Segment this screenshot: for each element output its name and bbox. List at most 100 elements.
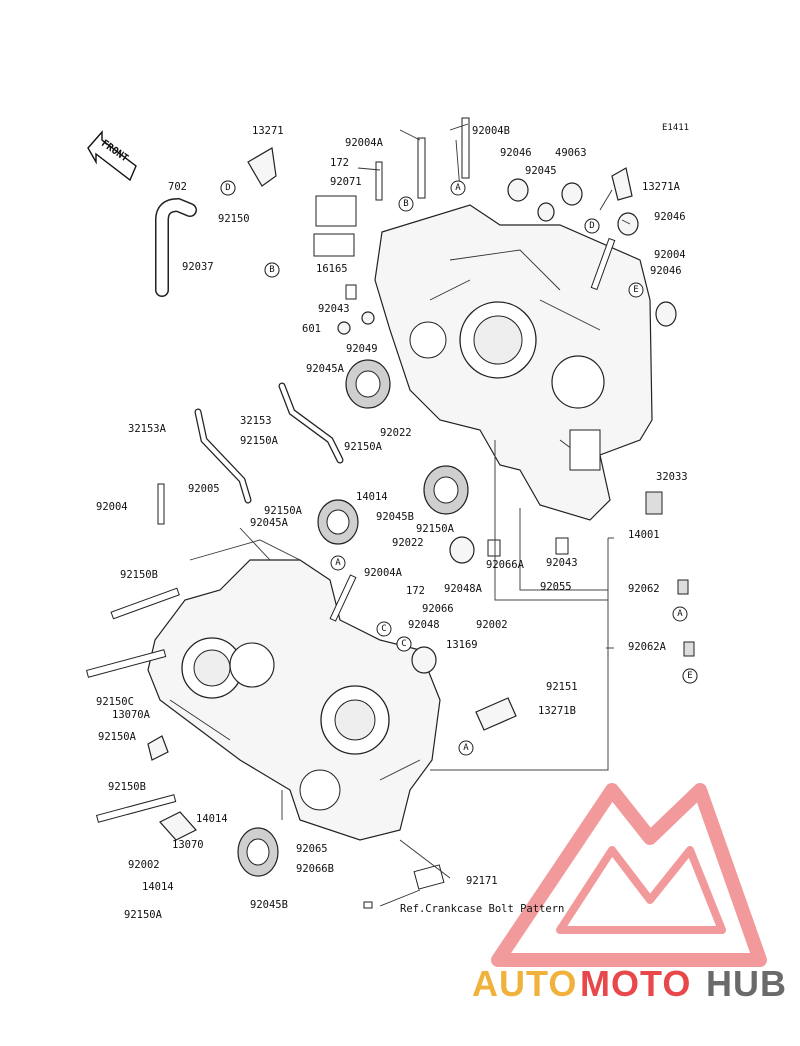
callout-marker-b: B [264, 262, 280, 278]
callout-marker-letter: A [455, 183, 461, 193]
part-number-label: 32033 [656, 471, 688, 483]
part-number-label: 13271A [642, 181, 681, 193]
part-number-label: 92150B [108, 781, 146, 793]
part-number-label: 14001 [628, 529, 660, 541]
part-number-label: 92062A [628, 641, 667, 653]
part-number-label: 16165 [316, 263, 348, 275]
studs-and-bolts [85, 117, 695, 823]
part-number-label: 601 [302, 323, 321, 335]
callout-marker-a: A [672, 606, 688, 622]
callout-marker-letter: C [381, 624, 386, 634]
part-number-label: 92002 [476, 619, 508, 631]
part-number-label: 92049 [346, 343, 378, 355]
callout-marker-e: E [628, 282, 644, 298]
callout-marker-d: D [584, 218, 600, 234]
part-number-label: 92022 [380, 427, 412, 439]
callout-marker-b: B [398, 196, 414, 212]
leader-lines [239, 123, 631, 907]
part-number-label: 92046 [500, 147, 532, 159]
part-number-label: 92150A [264, 505, 303, 517]
callout-marker-a: A [458, 740, 474, 756]
bearings [237, 178, 677, 877]
part-number-label: 14014 [142, 881, 174, 893]
part-number-label: 92065 [296, 843, 328, 855]
front-arrow-icon: FRONT [87, 130, 137, 182]
part-number-label: 92004 [96, 501, 128, 513]
part-number-label: 92045A [306, 363, 345, 375]
brackets [147, 147, 633, 890]
part-number-label: 92048A [444, 583, 483, 595]
automotohub-logo: AUTO MOTO HUB [472, 963, 787, 1004]
callout-marker-letter: E [687, 671, 692, 681]
part-number-label: 92150A [344, 441, 383, 453]
part-number-label: 172 [406, 585, 425, 597]
part-number-label: 92043 [318, 303, 350, 315]
part-number-label: 92066 [422, 603, 454, 615]
diagram-code: E1411 [662, 123, 689, 133]
part-number-label: 14014 [356, 491, 388, 503]
part-number-label: 32153 [240, 415, 272, 427]
callout-marker-letter: D [589, 221, 594, 231]
part-number-label: 92150 [218, 213, 250, 225]
breather-hose [155, 197, 197, 297]
callout-markers: ABCDEABDEAACCAEDB [220, 180, 698, 756]
part-number-label: 92037 [182, 261, 214, 273]
logo-moto-text: MOTO [580, 963, 691, 1004]
part-number-label: 92004 [654, 249, 686, 261]
callout-marker-c: C [376, 621, 392, 637]
logo-auto-text: AUTO [472, 963, 577, 1004]
callout-marker-letter: B [269, 265, 274, 275]
part-number-label: 92055 [540, 581, 572, 593]
part-number-label: 92150A [240, 435, 279, 447]
logo-hub-text: HUB [706, 963, 787, 1004]
part-number-label: 92150C [96, 696, 134, 708]
part-number-label: 92150B [120, 569, 158, 581]
part-number-label: 13070A [112, 709, 151, 721]
part-number-label: 92150A [416, 523, 455, 535]
callout-marker-d: D [220, 180, 236, 196]
ref-note: Ref.Crankcase Bolt Pattern [400, 903, 564, 915]
part-number-label: 92046 [654, 211, 686, 223]
callout-marker-a: A [450, 180, 466, 196]
part-number-label: 92150A [98, 731, 137, 743]
upper-crankcase-half [374, 204, 653, 521]
watermark-logo-mark [491, 783, 767, 967]
part-number-label: 13169 [446, 639, 478, 651]
part-number-label: 92151 [546, 681, 578, 693]
part-number-label: 92045B [376, 511, 414, 523]
callout-marker-letter: A [335, 558, 341, 568]
part-number-label: 92004A [364, 567, 403, 579]
ref-note-group: Ref.Crankcase Bolt Pattern [363, 901, 564, 915]
part-number-label: 49063 [555, 147, 587, 159]
lower-crankcase-half [147, 539, 441, 841]
part-number-label: 92004A [345, 137, 384, 149]
part-number-label: 92002 [128, 859, 160, 871]
part-number-label: 92046 [650, 265, 682, 277]
callout-marker-e: E [682, 668, 698, 684]
part-number-label: 92048 [408, 619, 440, 631]
part-number-label: 14014 [196, 813, 228, 825]
callout-marker-c: C [396, 636, 412, 652]
part-number-label: 92045B [250, 899, 288, 911]
callout-marker-letter: E [633, 285, 638, 295]
part-number-label: 13271B [538, 705, 576, 717]
part-number-label: 13271 [252, 125, 284, 137]
part-number-label: 92062 [628, 583, 660, 595]
part-number-label: 92043 [546, 557, 578, 569]
part-number-label: 92005 [188, 483, 220, 495]
callout-marker-letter: C [401, 639, 406, 649]
oil-pipes [194, 382, 344, 504]
callout-marker-letter: A [463, 743, 469, 753]
callout-marker-letter: D [225, 183, 230, 193]
part-number-label: 92071 [330, 176, 362, 188]
part-number-label: 92004B [472, 125, 510, 137]
part-number-label: 92150A [124, 909, 163, 921]
part-number-label: 92045 [525, 165, 557, 177]
part-number-label: 92066B [296, 863, 334, 875]
callout-marker-letter: A [677, 609, 683, 619]
part-number-label: 92066A [486, 559, 525, 571]
part-number-label: 702 [168, 181, 187, 193]
